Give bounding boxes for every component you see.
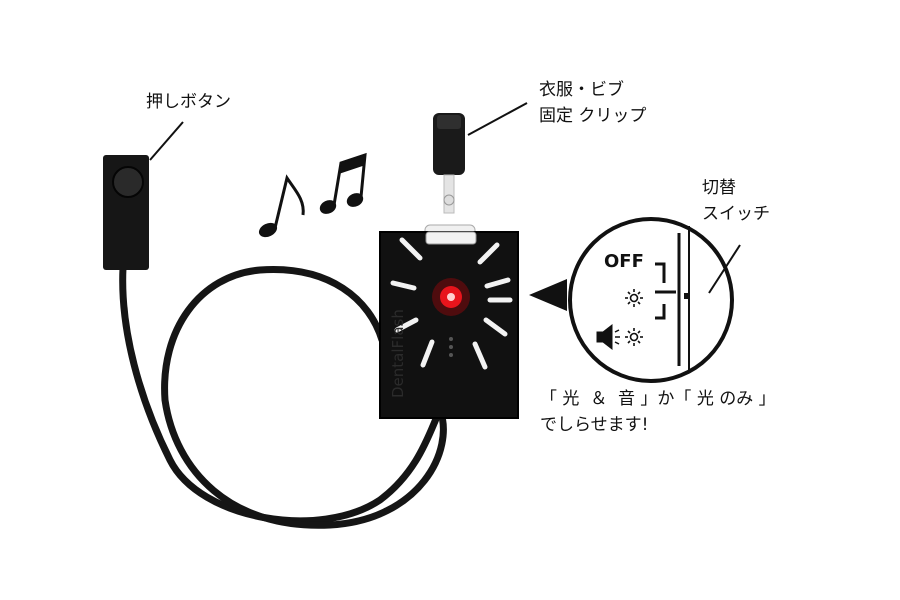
zoom-pointer-icon [529, 279, 567, 311]
push-button-label: 押しボタン [146, 92, 231, 112]
switch-label-line2: スイッチ [702, 204, 770, 224]
switch-off-label: OFF [604, 251, 644, 272]
light-icon [625, 289, 643, 307]
push-button-unit [103, 155, 149, 270]
clip-label-line1: 衣服・ビブ [539, 80, 624, 100]
light-icon [625, 328, 643, 346]
clip-label-line2: 固定 クリップ [539, 106, 647, 126]
flash-device [379, 231, 519, 419]
switch-zoom [568, 217, 734, 383]
speaker-icon [596, 323, 620, 351]
mode-note-line1: 「 光 ＆ 音 」か「 光 のみ 」 [540, 389, 776, 409]
device-brand-text: DentalFlash [389, 309, 407, 398]
music-notes-icon [258, 152, 367, 238]
mode-note-line2: でしらせます! [540, 415, 649, 435]
cable [119, 264, 447, 529]
clip-pointer [467, 102, 528, 136]
switch-pointer [708, 244, 741, 294]
clothing-clip [424, 113, 476, 241]
push-button-pointer [149, 121, 184, 161]
switch-label-line1: 切替 [702, 178, 736, 198]
